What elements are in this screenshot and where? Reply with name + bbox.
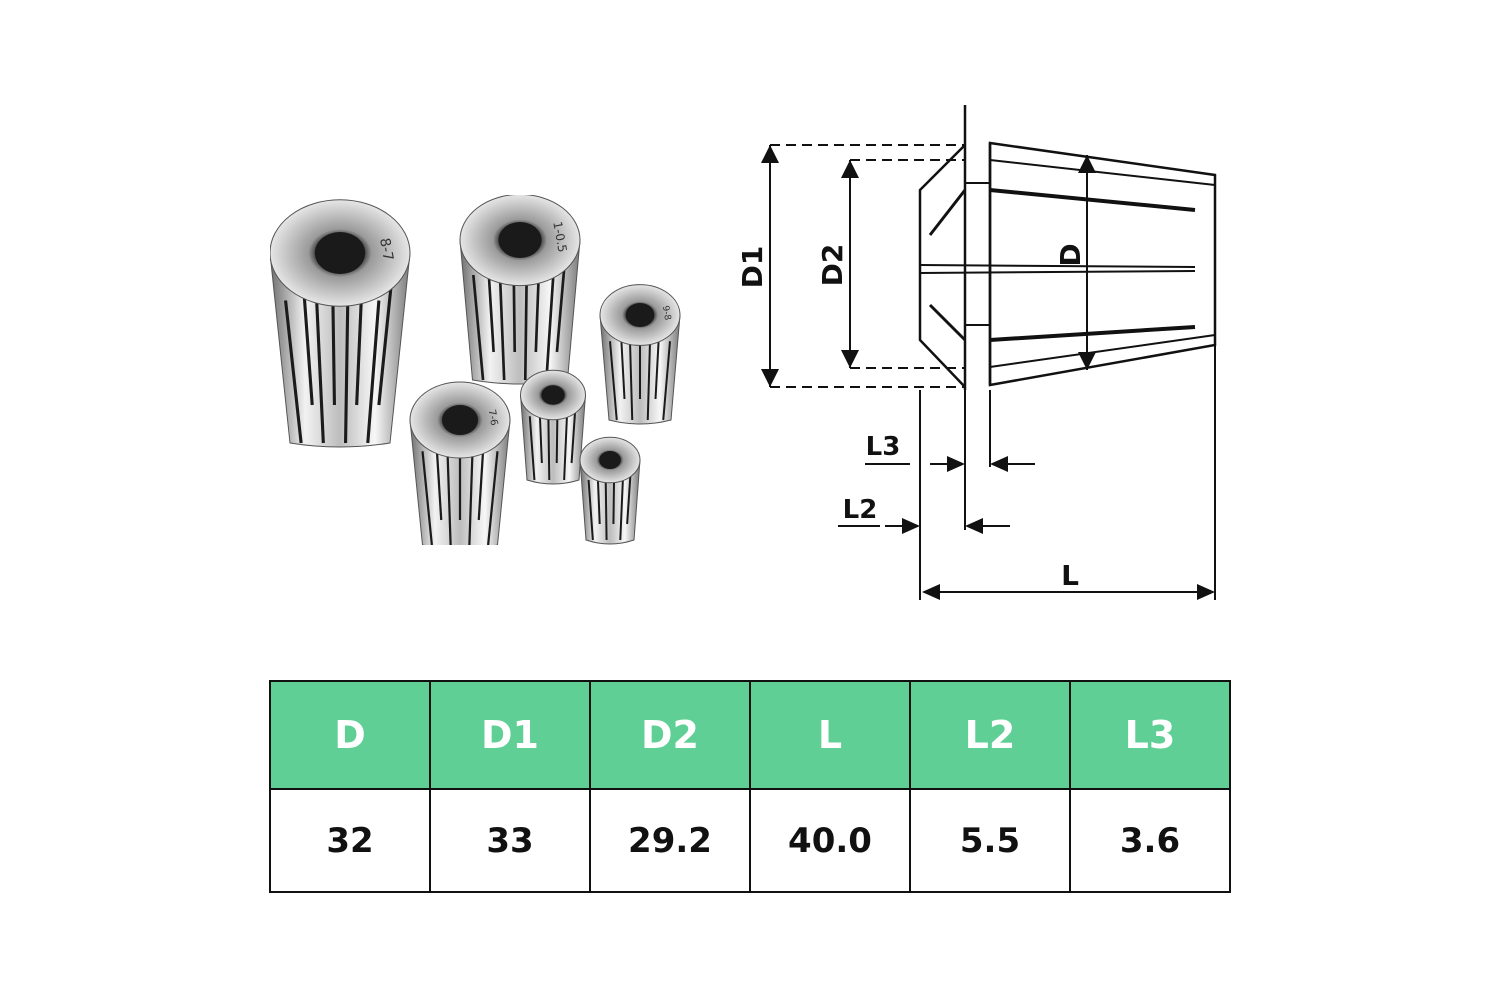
value-l3: 3.6 [1069,788,1231,893]
value-d: 32 [269,788,431,893]
collet-set-photo: 8-7 1-0.5 9-8 7-6 [270,195,681,545]
d2-label: D2 [816,244,849,287]
header-d1: D1 [429,680,591,790]
collet-3: 9-8 [599,284,681,425]
l3-label: L3 [866,432,901,462]
collet-marking: 9-8 [660,305,672,321]
l-label: L [1061,559,1079,592]
value-l: 40.0 [749,788,911,893]
collet-4: 7-6 [409,381,511,545]
d1-label: D1 [736,246,769,289]
value-d1: 33 [429,788,591,893]
collet-dimension-drawing: D1 D2 D L3 L2 L [736,105,1217,600]
d-label: D [1054,243,1087,266]
collet-marking: 8-7 [376,237,396,262]
spec-table: D D1 D2 L L2 L3 32 33 29.2 40.0 5.5 3.6 [269,680,1231,893]
collet-5 [519,369,587,485]
header-l2: L2 [909,680,1071,790]
header-d2: D2 [589,680,751,790]
value-d2: 29.2 [589,788,751,893]
l2-label: L2 [843,495,878,525]
spec-table-value-row: 32 33 29.2 40.0 5.5 3.6 [269,788,1231,893]
header-d: D [269,680,431,790]
collet-marking: 1-0.5 [550,220,569,253]
value-l2: 5.5 [909,788,1071,893]
collet-2: 1-0.5 [459,195,581,385]
header-l3: L3 [1069,680,1231,790]
collet-body-outline [988,141,1217,387]
collet-1: 8-7 [270,199,411,448]
header-l: L [749,680,911,790]
collet-6 [579,436,641,545]
collet-marking: 7-6 [486,409,500,427]
spec-table-header-row: D D1 D2 L L2 L3 [269,680,1231,790]
